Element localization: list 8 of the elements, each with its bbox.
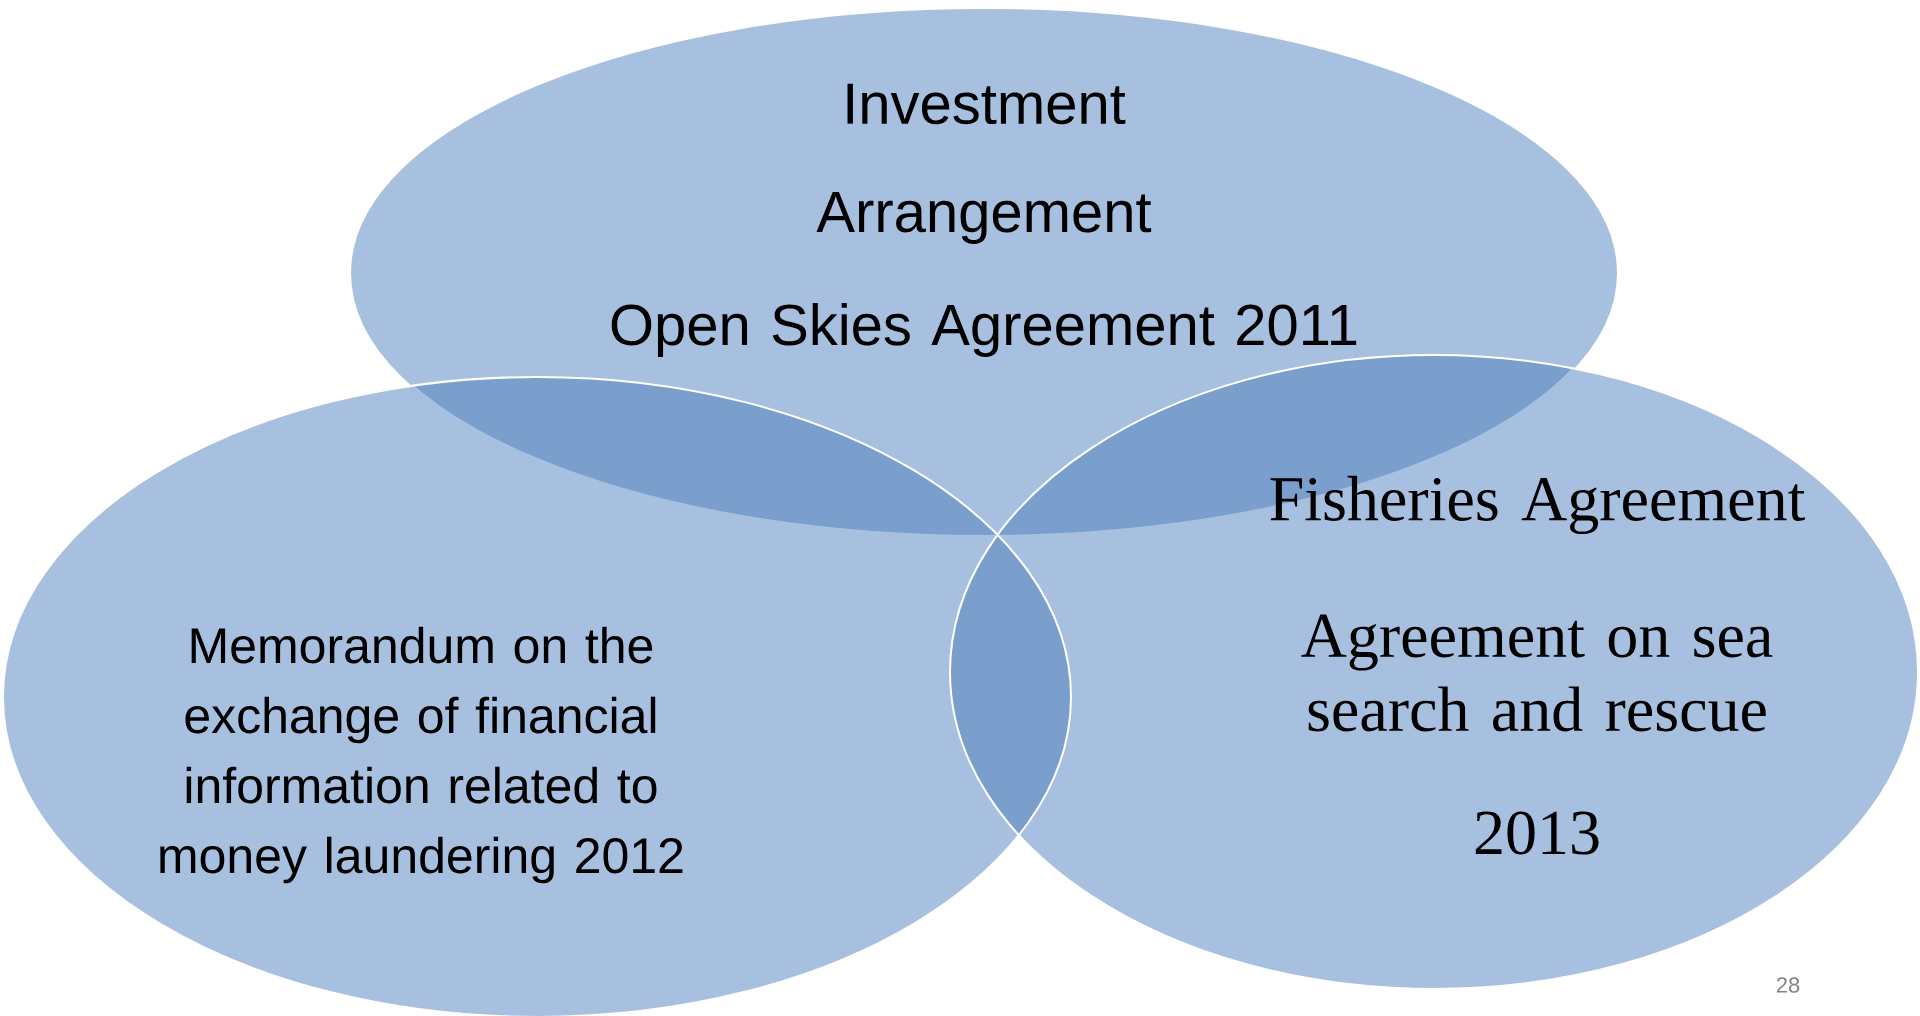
ellipse-text: Open Skies Agreement 2011 <box>611 302 1357 357</box>
ellipse-text: Fisheries Agreement <box>1270 475 1805 535</box>
ellipse-text: Investment <box>847 83 1126 125</box>
ellipse-text: Memorandum on the exchange of financial information related to money laundering 2012 <box>160 626 683 884</box>
page-number: 28 <box>1776 977 1800 993</box>
ellipse-text: Arrangement <box>816 192 1152 244</box>
ellipse-text: Agreement on sea search and rescue <box>1301 614 1773 732</box>
ellipse-text: 2013 <box>1475 811 1599 855</box>
